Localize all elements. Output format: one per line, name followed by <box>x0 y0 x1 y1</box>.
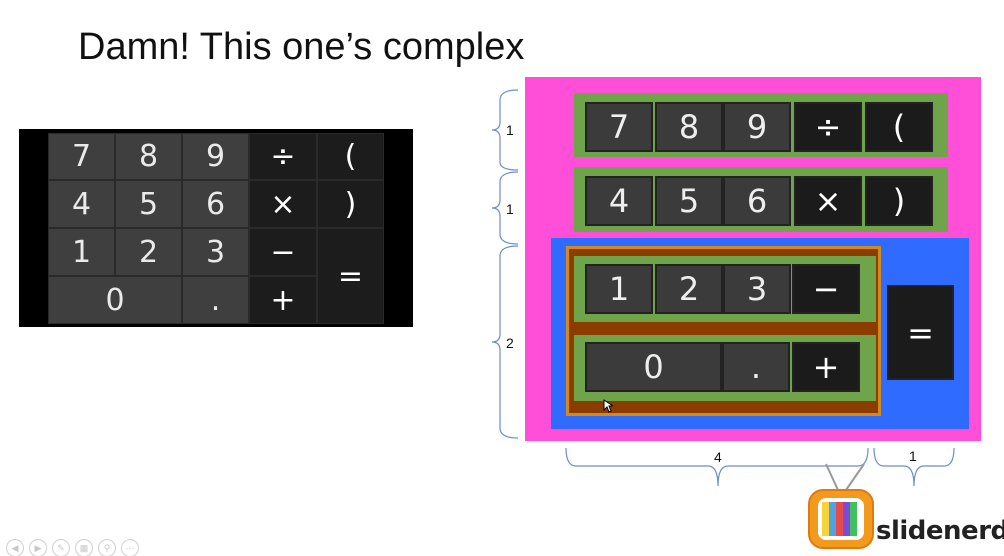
slides-icon[interactable]: ▦ <box>75 539 93 556</box>
key-1[interactable]: 1 <box>48 228 115 276</box>
left-weight-braces <box>491 89 519 439</box>
diagram-key-divide: ÷ <box>794 102 862 152</box>
diagram-key-9: 9 <box>723 102 791 152</box>
diagram-key-decimal: . <box>722 342 790 392</box>
key-8[interactable]: 8 <box>115 133 182 180</box>
key-3[interactable]: 3 <box>182 228 249 276</box>
key-open-paren[interactable]: ( <box>317 133 384 180</box>
diagram-key-7: 7 <box>585 102 653 152</box>
diagram-key-0: 0 <box>585 342 722 392</box>
key-7[interactable]: 7 <box>48 133 115 180</box>
key-6[interactable]: 6 <box>182 180 249 228</box>
diagram-key-1: 1 <box>585 264 653 314</box>
more-options-icon[interactable]: ··· <box>121 539 139 556</box>
diagram-key-4: 4 <box>585 176 653 226</box>
diagram-key-6: 6 <box>723 176 791 226</box>
key-close-paren[interactable]: ) <box>317 180 384 228</box>
previous-slide-icon[interactable]: ◀ <box>6 539 24 556</box>
weight-label-row2: 1 <box>506 201 514 217</box>
key-divide[interactable]: ÷ <box>249 133 317 180</box>
weight-label-left-column: 4 <box>714 449 722 465</box>
key-multiply[interactable]: × <box>249 180 317 228</box>
mouse-cursor-icon <box>603 399 613 413</box>
key-decimal[interactable]: . <box>182 276 249 324</box>
slidenerd-logo-text: slidenerd <box>876 516 1004 546</box>
zoom-icon[interactable]: ⚲ <box>98 539 116 556</box>
key-5[interactable]: 5 <box>115 180 182 228</box>
calculator-screenshot: 7 8 9 ÷ ( 4 5 6 × ) 1 2 3 − 0 . + = <box>19 129 413 327</box>
diagram-key-minus: − <box>792 264 860 314</box>
diagram-key-5: 5 <box>655 176 723 226</box>
diagram-key-2: 2 <box>655 264 723 314</box>
weight-label-row1: 1 <box>506 122 514 138</box>
weight-label-bottom: 2 <box>506 335 514 351</box>
diagram-key-3: 3 <box>723 264 791 314</box>
diagram-key-multiply: × <box>794 176 862 226</box>
key-plus[interactable]: + <box>249 276 317 324</box>
pen-icon[interactable]: ✎ <box>52 539 70 556</box>
next-slide-icon[interactable]: ▶ <box>29 539 47 556</box>
diagram-key-equals: = <box>887 285 954 380</box>
key-2[interactable]: 2 <box>115 228 182 276</box>
weight-label-right-column: 1 <box>909 448 917 464</box>
slide-title: Damn! This one’s complex <box>78 26 525 68</box>
diagram-key-open-paren: ( <box>865 102 933 152</box>
key-4[interactable]: 4 <box>48 180 115 228</box>
key-minus[interactable]: − <box>249 228 317 276</box>
diagram-key-8: 8 <box>655 102 723 152</box>
bottom-weight-braces <box>565 447 955 487</box>
diagram-key-plus: + <box>792 342 860 392</box>
key-equals[interactable]: = <box>317 228 384 324</box>
tv-logo-icon <box>808 463 874 549</box>
diagram-key-close-paren: ) <box>865 176 933 226</box>
key-9[interactable]: 9 <box>182 133 249 180</box>
key-0[interactable]: 0 <box>48 276 182 324</box>
